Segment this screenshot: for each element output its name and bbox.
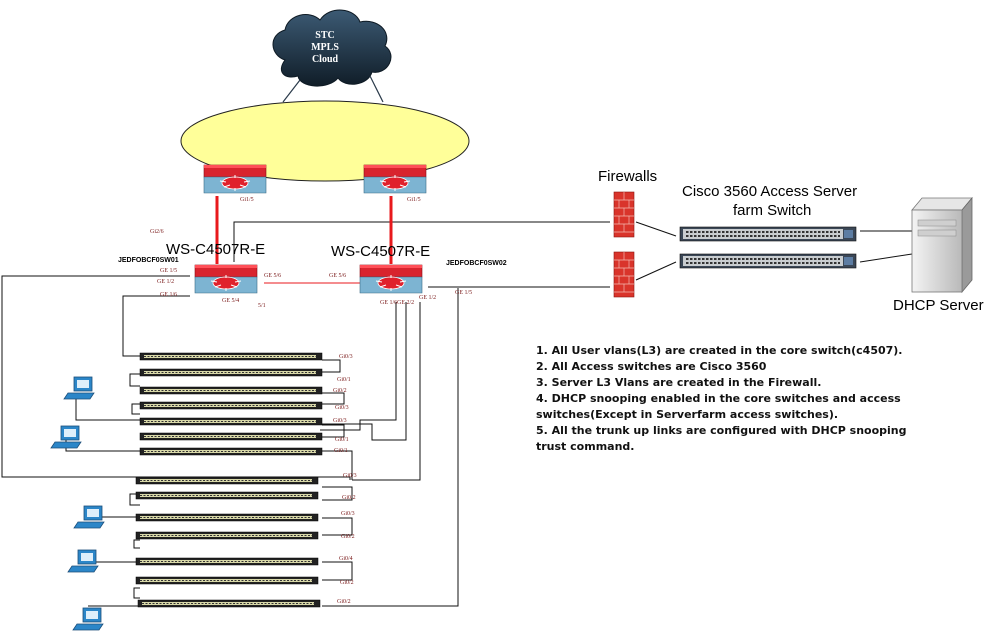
wan-router-left bbox=[203, 164, 267, 194]
core-left-model: WS-C4507R-E bbox=[166, 241, 266, 258]
port-wan-left: Gi1/5 bbox=[240, 197, 254, 203]
access-port-6: Gi0/1 bbox=[335, 437, 349, 443]
server-farm-switch-1 bbox=[679, 226, 857, 242]
access-port-11: Gi0/2 bbox=[341, 534, 355, 540]
access-port-4: Gi0/3 bbox=[335, 405, 349, 411]
server-switch-label-1: Cisco 3560 Access Server bbox=[682, 183, 858, 200]
note-item: 1. All User vlans(L3) are created in the… bbox=[536, 344, 903, 357]
cloud-label: STC MPLS Cloud bbox=[290, 30, 360, 66]
core-right-model: WS-C4507R-E bbox=[331, 243, 431, 260]
mpls-ellipse bbox=[180, 100, 470, 182]
port-ge-5-6-a: GE 5/6 bbox=[264, 273, 282, 279]
port-ge-1-6-right: GE 1/6 bbox=[380, 300, 398, 306]
access-port-9: Gi0/2 bbox=[342, 495, 356, 501]
note-item: 2. All Access switches are Cisco 3560 bbox=[536, 360, 767, 373]
design-notes: 1. All User vlans(L3) are created in the… bbox=[536, 343, 936, 455]
pc-icon-3 bbox=[73, 505, 105, 529]
cloud-line-1: STC bbox=[315, 30, 335, 41]
access-port-5: Gi0/3 bbox=[333, 418, 347, 424]
note-item: 4. DHCP snooping enabled in the core swi… bbox=[536, 392, 901, 421]
dhcp-server-icon bbox=[911, 196, 973, 294]
core-switch-right bbox=[359, 264, 423, 294]
port-ge-5-1: 5/1 bbox=[258, 303, 266, 309]
access-port-1: Gi0/3 bbox=[339, 354, 353, 360]
access-port-12: Gi0/4 bbox=[339, 556, 353, 562]
core-left-hostname: JEDFOBCF0SW01 bbox=[118, 257, 179, 264]
note-item: 3. Server L3 Vlans are created in the Fi… bbox=[536, 376, 822, 389]
port-wan-right: Gi1/5 bbox=[407, 197, 421, 203]
access-switch-stack bbox=[135, 352, 323, 608]
note-item: 5. All the trunk up links are configured… bbox=[536, 424, 907, 453]
pc-icon-5 bbox=[72, 607, 104, 631]
core-switch-left bbox=[194, 264, 258, 294]
firewall-top bbox=[613, 191, 635, 238]
cloud-uplinks bbox=[282, 75, 384, 103]
server-switch-label-2: farm Switch bbox=[733, 202, 812, 219]
server-farm-switch-2 bbox=[679, 253, 857, 269]
access-port-3: Gi0/2 bbox=[333, 388, 347, 394]
access-links bbox=[1, 221, 913, 607]
access-port-13: Gi0/2 bbox=[340, 580, 354, 586]
port-ge-1-6: GE 1/6 bbox=[160, 292, 178, 298]
port-ge-2-2: GE 2/2 bbox=[397, 300, 415, 306]
access-port-10: Gi0/3 bbox=[341, 511, 355, 517]
port-ge-5-6-b: GE 5/6 bbox=[329, 273, 347, 279]
port-ge-1-5: GE 1/5 bbox=[160, 268, 178, 274]
access-port-14: Gi0/2 bbox=[337, 599, 351, 605]
pc-icon-4 bbox=[67, 549, 99, 573]
wan-router-right bbox=[363, 164, 427, 194]
pc-icon-1 bbox=[63, 376, 95, 400]
access-port-8: Gi0/3 bbox=[343, 473, 357, 479]
port-ge-1-2-right: GE 1/2 bbox=[419, 295, 437, 301]
port-ge-5-4: GE 5/4 bbox=[222, 298, 240, 304]
port-gi2-6: Gi2/6 bbox=[150, 229, 164, 235]
cloud-line-2: MPLS bbox=[311, 42, 339, 53]
firewalls-label: Firewalls bbox=[598, 168, 658, 185]
core-links bbox=[215, 196, 393, 264]
cloud-line-3: Cloud bbox=[311, 54, 339, 65]
core-right-hostname: JEDFOBCF0SW02 bbox=[446, 260, 507, 267]
access-port-2: Gi0/1 bbox=[337, 377, 351, 383]
firewall-bottom bbox=[613, 251, 635, 298]
port-ge-1-2: GE 1/2 bbox=[157, 279, 175, 285]
mpls-cloud bbox=[272, 9, 392, 87]
port-ge-1-5-right: GE 1/5 bbox=[455, 290, 473, 296]
access-port-7: Gi0/1 bbox=[334, 448, 348, 454]
dhcp-server-label: DHCP Server bbox=[893, 297, 984, 314]
pc-icon-2 bbox=[50, 425, 82, 449]
